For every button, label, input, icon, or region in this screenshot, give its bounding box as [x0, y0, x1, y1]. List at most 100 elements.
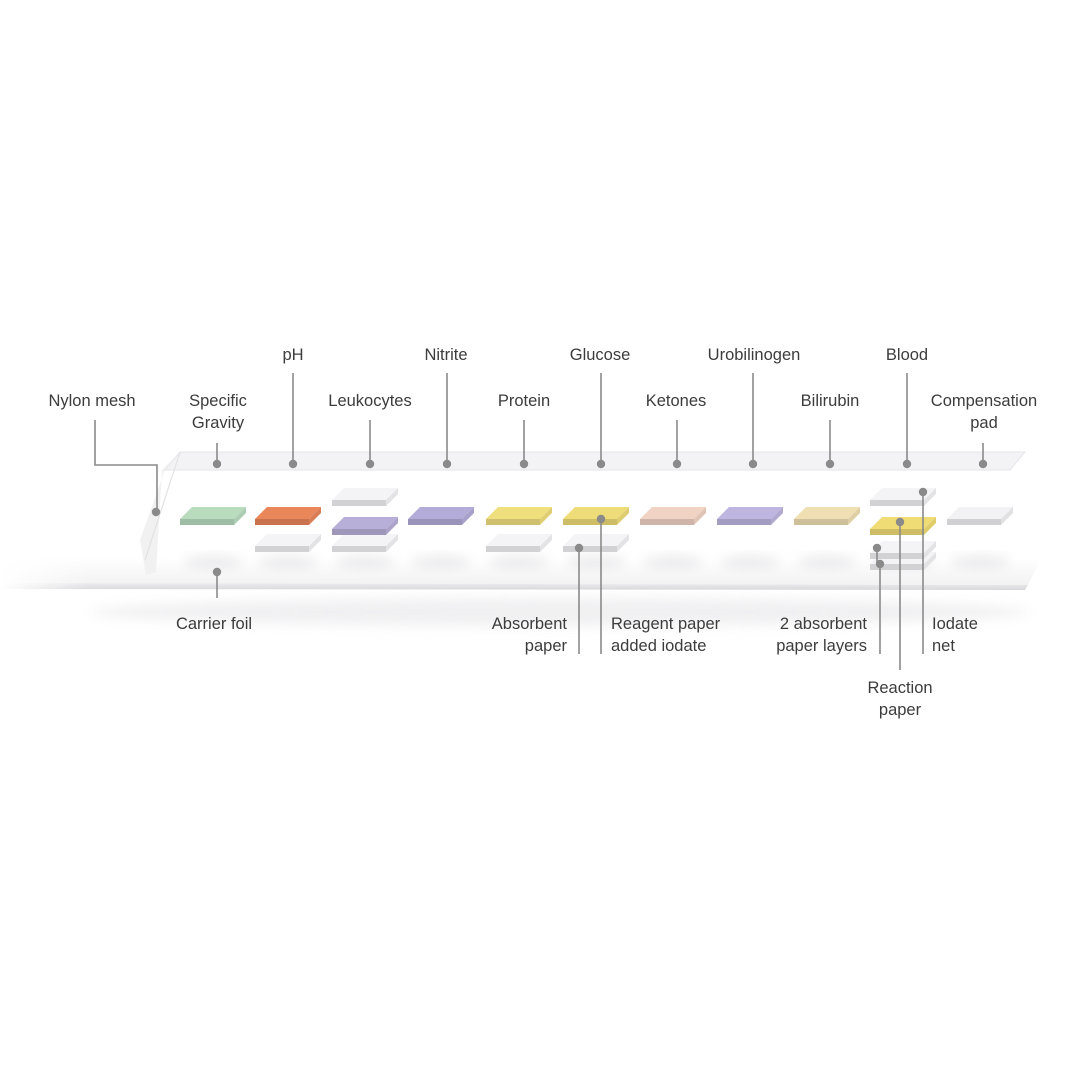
label-reaction-paper-line: Reaction	[867, 679, 933, 697]
label-absorbent-paper-line: Absorbent	[491, 615, 567, 633]
pad-urobilinogen	[717, 507, 783, 568]
pad-shadow	[335, 556, 395, 568]
label-leukocytes-line: Leukocytes	[328, 392, 412, 410]
label-nylon-mesh-line: Nylon mesh	[48, 392, 136, 410]
reagent-layer	[486, 507, 552, 525]
reagent-layer	[255, 507, 321, 525]
label-compensation-pad-line: pad	[970, 414, 998, 432]
label-urobilinogen: Urobilinogen	[708, 344, 801, 366]
carrier-foil-strip	[0, 550, 1040, 626]
label-absorbent-paper: Absorbent paper	[492, 613, 567, 657]
label-reaction-paper-line: paper	[878, 701, 922, 719]
callout-dot-protein	[519, 459, 529, 469]
pad-ketones	[640, 507, 706, 568]
label-carrier-foil: Carrier foil	[176, 613, 252, 635]
callout-dot-nylon-mesh	[151, 507, 161, 517]
label-absorbent-layers-line: paper layers	[776, 637, 867, 655]
callout-dot-reaction-paper	[895, 517, 905, 527]
label-specific-gravity-line: Gravity	[191, 414, 245, 432]
pad-shadow	[566, 556, 626, 568]
callout-dot-ph	[288, 459, 298, 469]
callout-dot-specific-gravity	[212, 459, 222, 469]
label-carrier-foil-line: Carrier foil	[175, 615, 253, 633]
callout-dot-absorbent-layer-2	[875, 559, 885, 569]
callout-dot-compensation-pad	[978, 459, 988, 469]
label-absorbent-paper-line: paper	[524, 637, 567, 655]
callout-dot-carrier-foil	[212, 567, 222, 577]
absorbent-layer	[486, 534, 552, 552]
pad-blood	[870, 488, 936, 570]
pad-shadow	[489, 556, 549, 568]
label-ketones-line: Ketones	[645, 392, 707, 410]
label-iodate-net-line: net	[932, 637, 955, 655]
cover-layer	[332, 488, 398, 506]
pad-ph	[255, 507, 321, 568]
label-specific-gravity-line: Specific	[189, 392, 247, 410]
pad-protein	[486, 507, 552, 568]
pad-shadow	[950, 556, 1010, 568]
reagent-layer	[180, 507, 246, 525]
pad-shadow	[797, 556, 857, 568]
reagent-layer	[717, 507, 783, 525]
label-bilirubin: Bilirubin	[801, 390, 860, 412]
callout-lines	[94, 373, 988, 670]
label-protein: Protein	[498, 390, 550, 412]
label-compensation-pad: Compensation pad	[931, 390, 1037, 434]
reagent-pads	[180, 488, 1013, 570]
reagent-layer	[332, 517, 398, 535]
label-reagent-paper-line: added iodate	[611, 637, 707, 655]
absorbent-layer-1	[870, 541, 936, 559]
callout-dot-absorbent-layer-1	[872, 543, 882, 553]
pad-shadow	[643, 556, 703, 568]
reagent-layer	[408, 507, 474, 525]
label-blood: Blood	[886, 344, 928, 366]
callout-dot-nitrite	[442, 459, 452, 469]
label-urobilinogen-line: Urobilinogen	[707, 346, 801, 364]
callout-dot-absorbent-paper	[574, 543, 584, 553]
label-nitrite: Nitrite	[424, 344, 467, 366]
pad-shadow	[411, 556, 471, 568]
pad-bilirubin	[794, 507, 860, 568]
label-leukocytes: Leukocytes	[328, 390, 411, 412]
pad-compensation	[947, 507, 1013, 568]
label-nylon-mesh: Nylon mesh	[48, 390, 135, 412]
absorbent-layer	[563, 534, 629, 552]
pad-nitrite	[408, 507, 474, 568]
reagent-layer	[563, 507, 629, 525]
pad-specific-gravity	[180, 507, 246, 568]
label-reaction-paper: Reaction paper	[867, 677, 932, 721]
label-ph-line: pH	[282, 346, 304, 364]
reagent-layer	[947, 507, 1013, 525]
label-glucose-line: Glucose	[569, 346, 631, 364]
label-compensation-pad-line: Compensation	[930, 392, 1038, 410]
label-absorbent-layers-line: 2 absorbent	[779, 615, 867, 633]
callout-dot-leukocytes	[365, 459, 375, 469]
callout-dot-glucose	[596, 459, 606, 469]
callout-dot-bilirubin	[825, 459, 835, 469]
label-glucose: Glucose	[570, 344, 631, 366]
callout-dot-ketones	[672, 459, 682, 469]
reagent-layer	[640, 507, 706, 525]
reagent-layer	[794, 507, 860, 525]
label-bilirubin-line: Bilirubin	[800, 392, 860, 410]
label-absorbent-layers: 2 absorbent paper layers	[776, 613, 867, 657]
label-reagent-paper-line: Reagent paper	[611, 615, 721, 633]
callout-line-nylon-mesh	[94, 420, 158, 512]
callout-dot-reagent-paper	[596, 514, 606, 524]
label-reagent-paper: Reagent paper added iodate	[611, 613, 720, 657]
label-nitrite-line: Nitrite	[424, 346, 468, 364]
callout-dot-iodate-net	[918, 487, 928, 497]
pad-leukocytes	[332, 488, 398, 568]
pad-shadow	[183, 556, 243, 568]
label-protein-line: Protein	[497, 392, 551, 410]
pad-glucose	[563, 507, 629, 568]
callout-dot-blood	[902, 459, 912, 469]
label-ph: pH	[282, 344, 303, 366]
callout-dot-urobilinogen	[748, 459, 758, 469]
absorbent-layer	[255, 534, 321, 552]
absorbent-layer	[332, 534, 398, 552]
label-ketones: Ketones	[646, 390, 707, 412]
